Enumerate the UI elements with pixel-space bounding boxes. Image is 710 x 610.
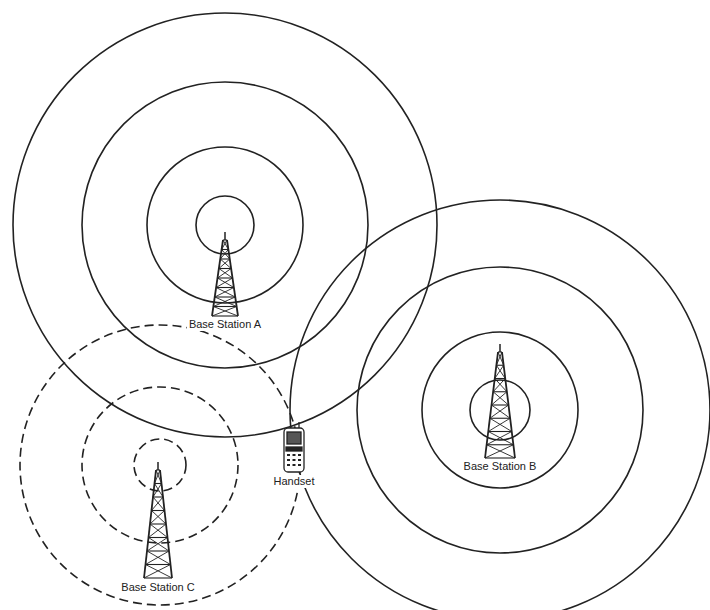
tower-stroke — [219, 268, 231, 269]
station-label: Base Station A — [187, 318, 263, 331]
tower-stroke — [152, 511, 167, 525]
tower-stroke — [490, 405, 509, 418]
tower-stroke — [218, 277, 233, 278]
tower-stroke — [487, 432, 512, 445]
tower-stroke — [224, 232, 226, 240]
tower-stroke — [155, 470, 161, 484]
tower-symbol — [485, 344, 515, 458]
tower-stroke — [146, 564, 171, 565]
tower-stroke — [155, 484, 164, 498]
tower-stroke — [147, 550, 169, 551]
tower-stroke — [487, 444, 514, 445]
tower-stroke — [144, 577, 172, 578]
tower-stroke — [493, 391, 507, 392]
tower-stroke — [149, 538, 170, 552]
tower-stroke — [490, 418, 510, 419]
tower-stroke — [149, 524, 167, 538]
tower-group — [144, 232, 515, 578]
tower-symbol — [212, 232, 238, 316]
tower-stroke — [149, 537, 168, 538]
tower-stroke — [495, 379, 507, 392]
tower-stroke — [487, 445, 515, 458]
tower-stroke — [220, 259, 231, 269]
tower-stroke — [144, 565, 171, 579]
tower-stroke — [153, 496, 163, 497]
tower-stroke — [495, 378, 506, 379]
tower-stroke — [215, 288, 234, 298]
tower-stroke — [212, 315, 238, 316]
tower-stroke — [153, 497, 165, 511]
tower-stroke — [147, 551, 171, 565]
tower-stroke — [212, 307, 237, 317]
tower-stroke — [213, 307, 238, 317]
tower-stroke — [499, 344, 501, 352]
tower-stroke — [218, 278, 234, 288]
tower-stroke — [493, 392, 508, 405]
tower-stroke — [492, 405, 511, 418]
tower-stroke — [213, 306, 236, 307]
tower-stroke — [222, 249, 229, 250]
tower-stroke — [150, 523, 166, 524]
tower-stroke — [495, 365, 504, 378]
tower-stroke — [150, 511, 165, 525]
tower-stroke — [222, 250, 230, 260]
tower-stroke — [492, 404, 509, 405]
tower-stroke — [220, 250, 228, 260]
coverage-rings-c — [20, 325, 300, 605]
tower-stroke — [496, 365, 505, 378]
station-label: Base Station B — [462, 460, 539, 473]
coverage-rings-b — [290, 200, 710, 610]
tower-stroke — [488, 431, 512, 432]
device-label: Handset — [272, 475, 317, 488]
tower-stroke — [488, 418, 510, 431]
station-label: Base Station C — [119, 581, 196, 594]
tower-stroke — [155, 483, 162, 484]
tower-stroke — [213, 297, 235, 307]
tower-stroke — [216, 278, 232, 288]
tower-stroke — [490, 418, 512, 431]
tower-stroke — [496, 352, 502, 365]
tower-stroke — [215, 297, 237, 307]
tower-stroke — [216, 287, 234, 288]
tower-stroke — [218, 269, 232, 279]
tower-stroke — [153, 484, 162, 498]
tower-stroke — [150, 524, 168, 538]
tower-stroke — [146, 565, 173, 579]
tower-stroke — [147, 538, 168, 552]
tower-stroke — [216, 288, 235, 298]
tower-stroke — [219, 269, 233, 279]
tower-stroke — [493, 379, 505, 392]
tower-stroke — [496, 365, 503, 366]
tower-stroke — [488, 432, 513, 445]
tower-stroke — [220, 258, 230, 259]
tower-stroke — [152, 497, 164, 511]
tower-stroke — [485, 445, 513, 458]
tower-stroke — [157, 462, 159, 470]
tower-stroke — [215, 296, 236, 297]
handset-symbol — [284, 422, 304, 472]
tower-stroke — [219, 259, 230, 269]
tower-stroke — [146, 551, 170, 565]
tower-stroke — [222, 240, 227, 250]
tower-stroke — [492, 392, 507, 405]
tower-symbol — [144, 462, 172, 578]
tower-stroke — [152, 510, 165, 511]
coverage-rings-a — [13, 13, 437, 437]
tower-stroke — [485, 457, 515, 458]
